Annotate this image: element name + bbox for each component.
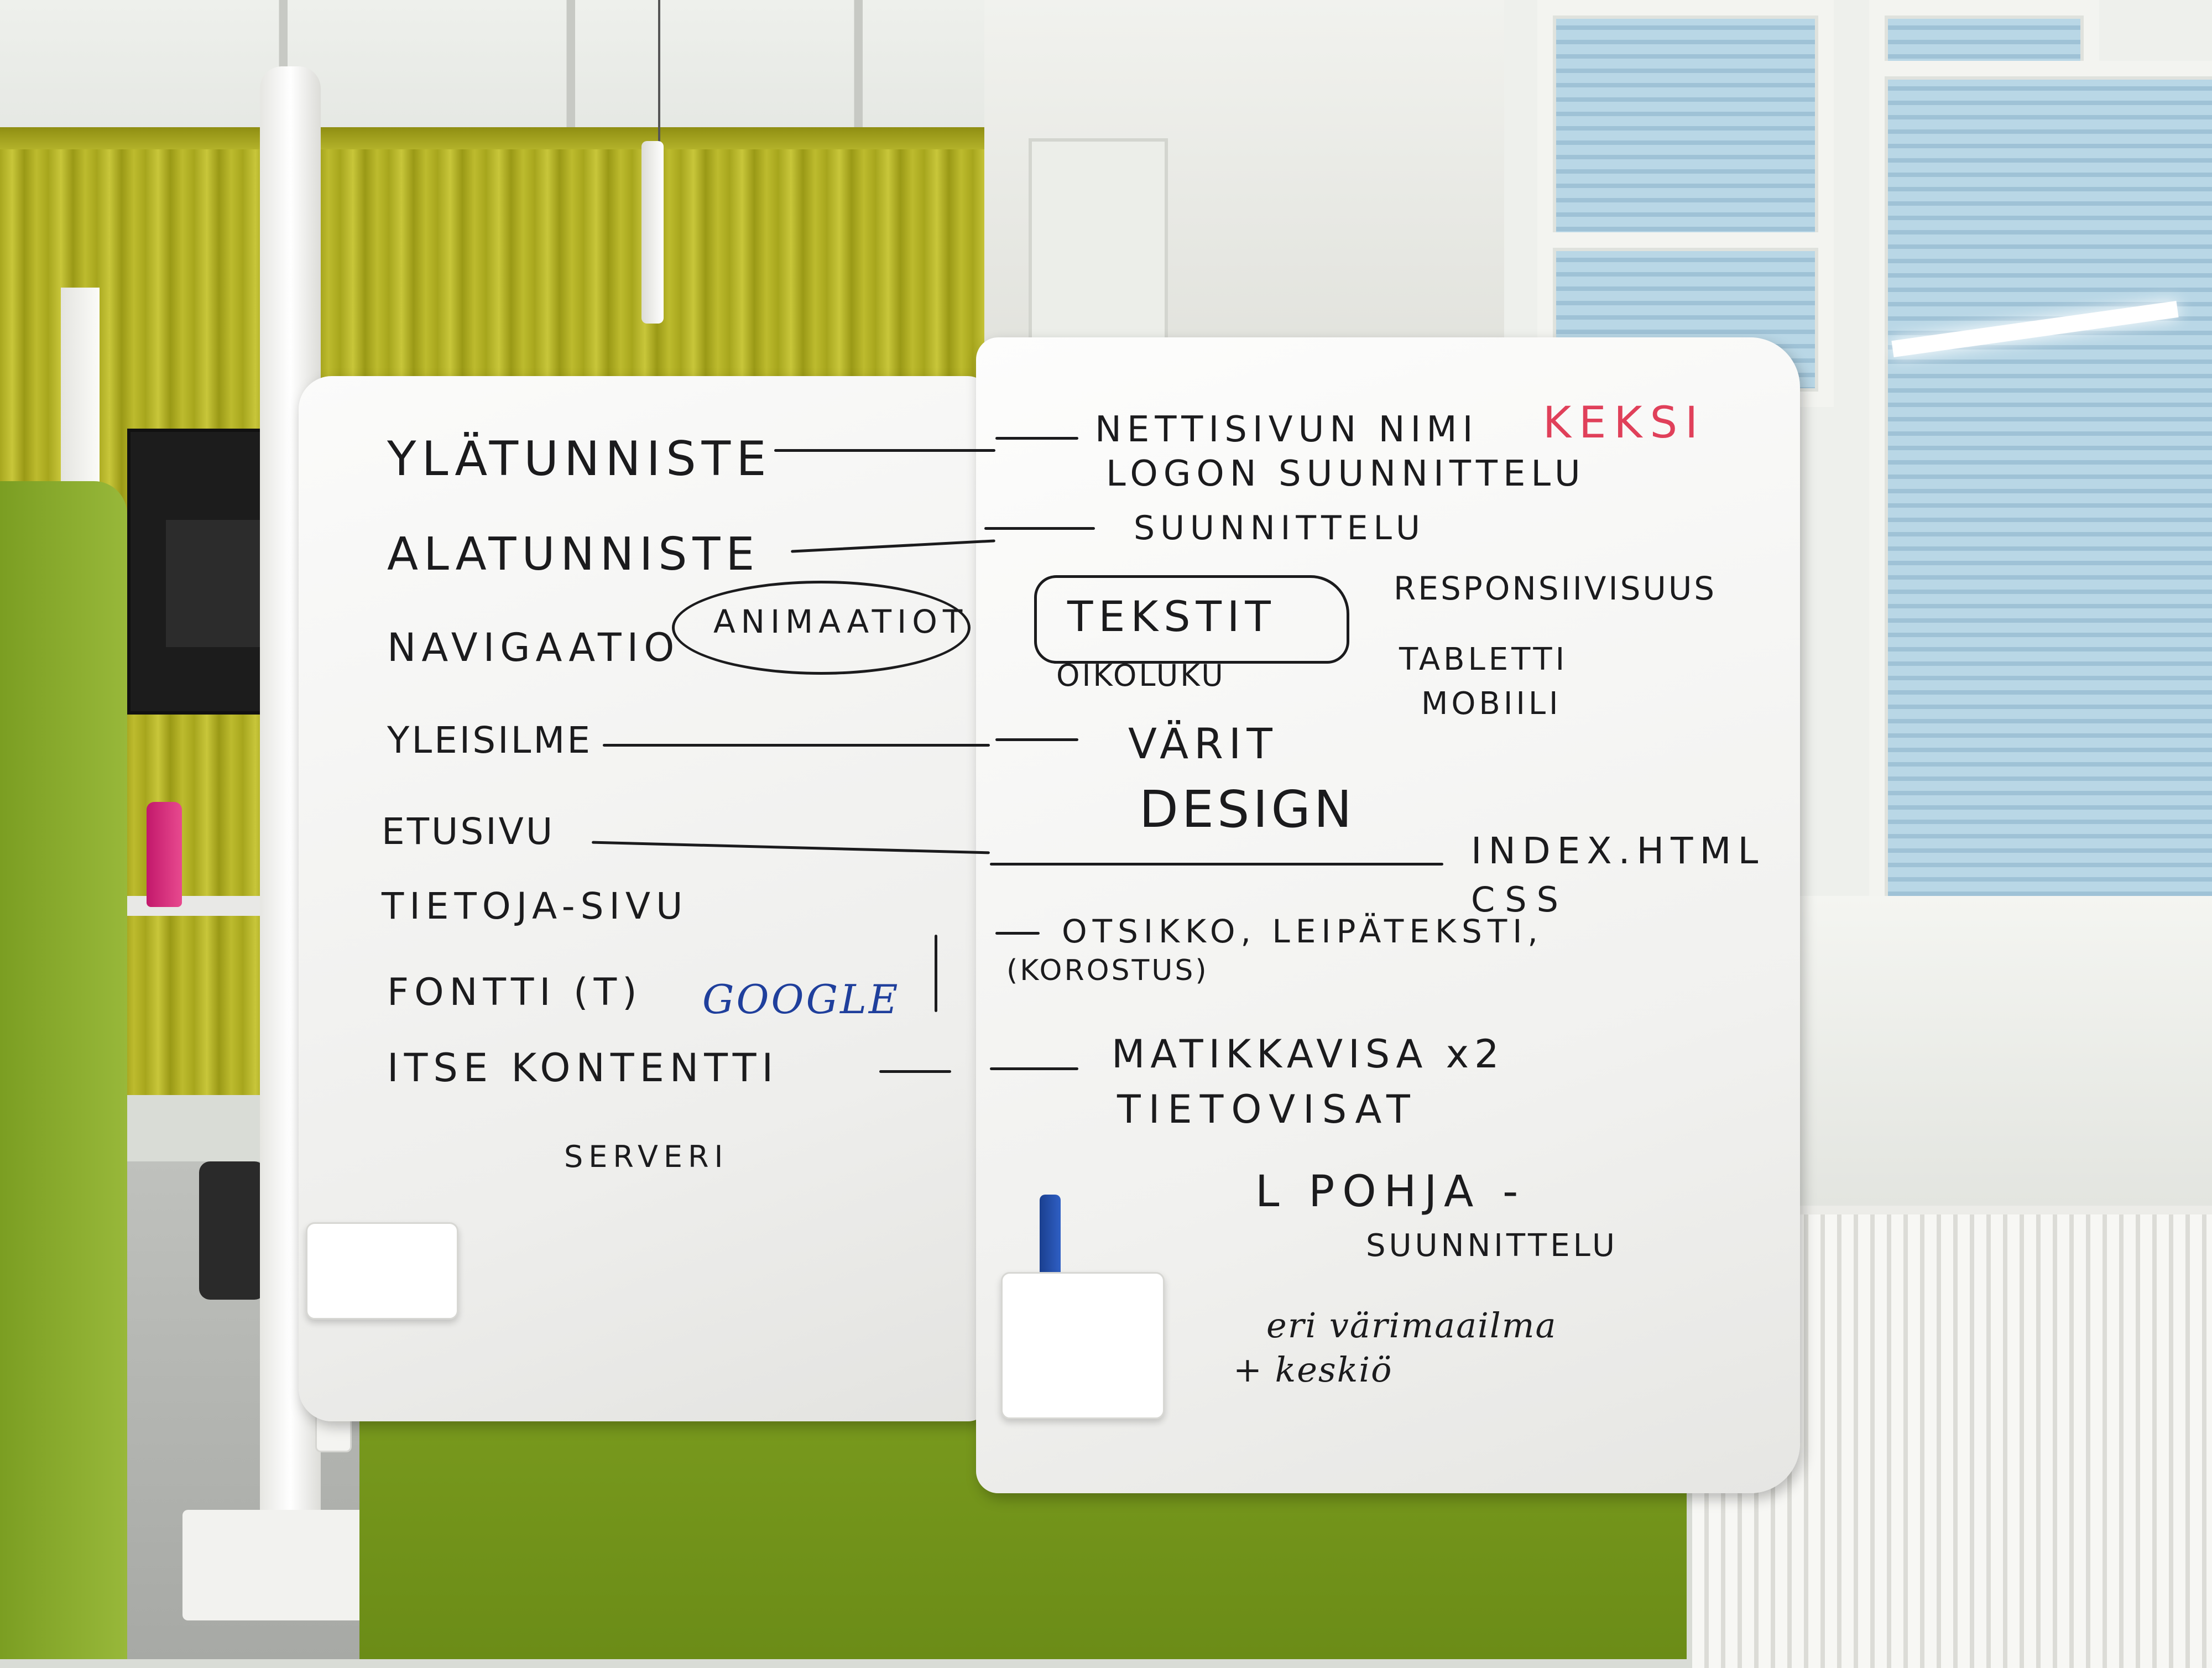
connector-line xyxy=(879,1070,951,1073)
note-tietoja-sivu: TIETOJA-SIVU xyxy=(382,885,688,927)
note-responsiivisuus: RESPONSIIVISUUS xyxy=(1394,570,1717,607)
connector-line xyxy=(995,437,1078,440)
note-css: CSS xyxy=(1471,879,1569,920)
circle-mark xyxy=(672,581,971,675)
window-blinds-1 xyxy=(1537,0,1834,263)
note-suunnittelu: SUUNNITTELU xyxy=(1134,509,1426,548)
connector-line xyxy=(995,932,1040,935)
note-yleisilme: YLEISILME xyxy=(387,719,593,762)
marker-tray-right xyxy=(1001,1272,1165,1419)
note-etusivu: ETUSIVU xyxy=(382,810,555,853)
window-blinds-3 xyxy=(1869,61,2212,921)
note-animaatiot: ANIMAATIOT xyxy=(713,603,968,640)
note-otsikko-leipateksti: OTSIKKO, LEIPÄTEKSTI, xyxy=(1062,913,1543,950)
blue-marker[interactable] xyxy=(1040,1195,1061,1278)
curtain-rail xyxy=(0,127,984,149)
pendant-wire xyxy=(658,0,660,144)
pole-base xyxy=(182,1510,365,1620)
connector-line xyxy=(603,744,990,747)
note-keksi: KEKSI xyxy=(1543,398,1706,448)
note-tabletti: TABLETTI xyxy=(1399,642,1568,677)
connector-line xyxy=(990,1067,1078,1070)
box-mark xyxy=(1034,575,1349,664)
note-ylatunniste: YLÄTUNNISTE xyxy=(387,431,772,487)
office-chair xyxy=(199,1161,265,1300)
note-mobiili: MOBIILI xyxy=(1421,686,1562,722)
bracket-mark xyxy=(935,935,937,1012)
pendant-light xyxy=(641,141,664,324)
note-nettisivun-nimi: NETTISIVUN NIMI xyxy=(1095,409,1479,450)
note-itse-kontentti: ITSE KONTENTTI xyxy=(387,1045,779,1091)
green-acoustic-panel xyxy=(0,481,127,1659)
note-oikoluku: OIKOLUKU xyxy=(1056,658,1225,693)
note-index-html: INDEX.HTML xyxy=(1471,830,1765,872)
connector-line xyxy=(984,527,1095,530)
monitor-panel xyxy=(166,520,276,647)
note-varit: VÄRIT xyxy=(1128,719,1278,768)
note-fontti: FONTTI (T) xyxy=(387,971,643,1014)
note-pohja: L POHJA - xyxy=(1255,1167,1526,1217)
note-design: DESIGN xyxy=(1139,780,1355,839)
note-korostus: (KOROSTUS) xyxy=(1006,954,1209,987)
note-navigaatio: NAVIGAATIO xyxy=(387,625,680,670)
note-keskio: + keskiö xyxy=(1233,1349,1393,1390)
note-serveri: SERVERI xyxy=(564,1139,729,1174)
note-matikkavisa: MATIKKAVISA x2 xyxy=(1112,1031,1505,1077)
note-google: GOOGLE xyxy=(702,976,900,1023)
note-alatunniste: ALATUNNISTE xyxy=(387,528,760,581)
note-eri-varimaailma: eri värimaailma xyxy=(1266,1305,1557,1346)
connector-line xyxy=(995,738,1078,741)
note-tietovisat: TIETOVISAT xyxy=(1117,1087,1418,1132)
connector-line xyxy=(774,449,995,452)
pink-water-bottle xyxy=(147,802,182,907)
note-tekstit: TEKSTIT xyxy=(1067,592,1276,641)
window-sill xyxy=(1781,896,2212,1206)
note-logon-suunnittelu: LOGON SUUNNITTELU xyxy=(1106,454,1586,494)
marker-tray-left xyxy=(306,1222,458,1320)
connector-line xyxy=(990,863,1443,866)
note-pohja-suunnittelu: SUUNNITTELU xyxy=(1366,1228,1619,1264)
